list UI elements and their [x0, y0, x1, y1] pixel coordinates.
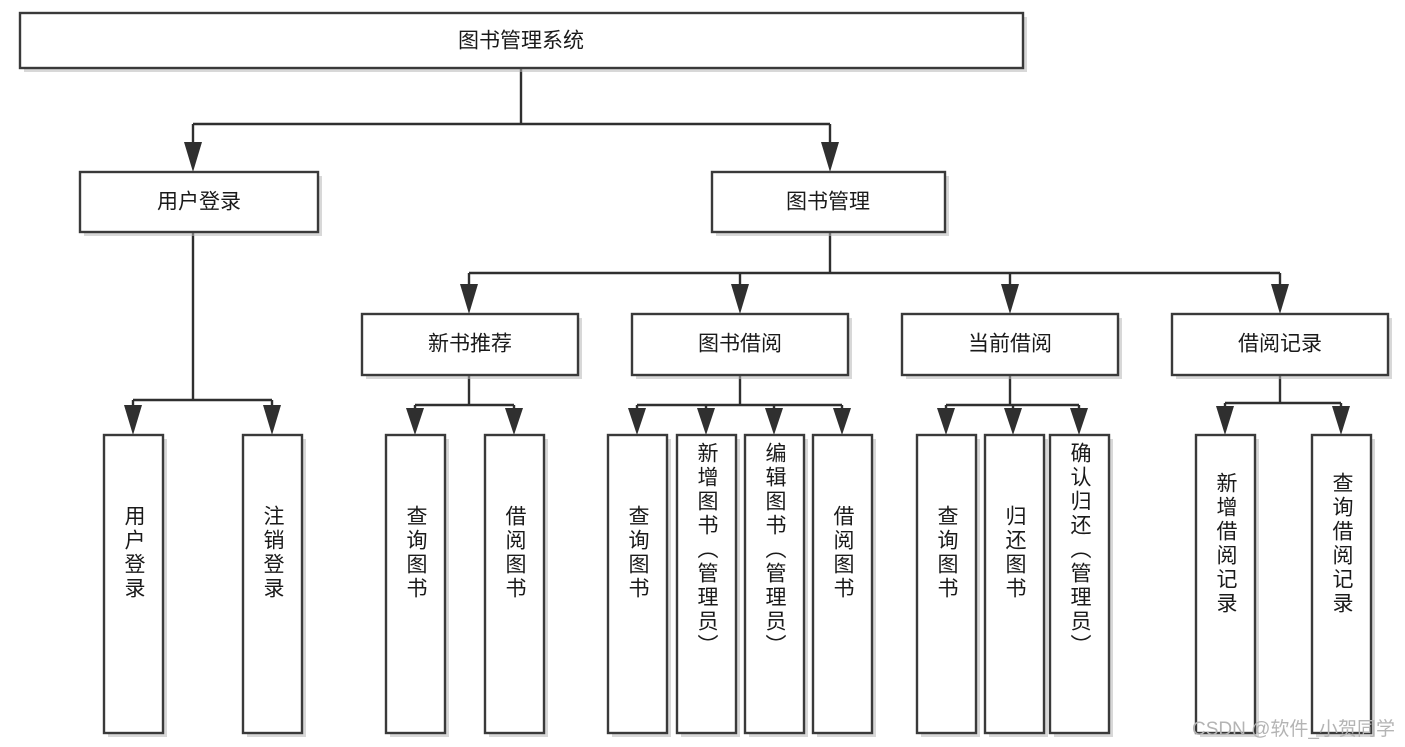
node-borrow-record-label: 借阅记录 — [1238, 333, 1322, 356]
node-current-borrow[interactable] — [900, 312, 1120, 377]
node-leaf-borrowrecord-add[interactable] — [1194, 433, 1257, 735]
connector-group — [124, 69, 1350, 435]
arrow-head-newbook — [460, 284, 478, 314]
node-leaf-newbook-borrow[interactable] — [483, 433, 546, 735]
node-leaf-bookborrow-query[interactable] — [606, 433, 669, 735]
node-user-login-label: 用户登录 — [157, 191, 241, 214]
arrow-head-currentborrow — [1001, 284, 1019, 314]
node-user-login[interactable] — [78, 170, 320, 234]
arrow-head-bookborrow-c3 — [765, 408, 783, 435]
node-leaf-bookborrow-borrow[interactable] — [811, 433, 874, 735]
arrow-head-bookborrow-c4 — [833, 408, 851, 435]
arrow-head-newbook-c1 — [406, 408, 424, 435]
node-root-system[interactable] — [18, 11, 1025, 70]
node-new-book-recommend[interactable] — [360, 312, 580, 377]
arrow-head-borrowrecord — [1271, 284, 1289, 314]
node-new-book-recommend-label: 新书推荐 — [428, 333, 512, 356]
arrow-head-borrowrecord-c1 — [1216, 406, 1234, 435]
node-book-management-label: 图书管理 — [786, 191, 870, 214]
node-leaf-currentborrow-confirm[interactable] — [1048, 433, 1111, 735]
arrow-head-userlogin — [184, 142, 202, 172]
node-root-system-label: 图书管理系统 — [458, 30, 584, 53]
node-leaf-bookborrow-add[interactable] — [675, 433, 738, 735]
node-leaf-bookborrow-edit[interactable] — [743, 433, 806, 735]
node-leaf-currentborrow-return[interactable] — [983, 433, 1046, 735]
arrow-head-borrowrecord-c2 — [1332, 406, 1350, 435]
node-leaf-newbook-query[interactable] — [384, 433, 447, 735]
arrow-head-currentborrow-c2 — [1004, 408, 1022, 435]
node-borrow-record[interactable] — [1170, 312, 1390, 377]
node-current-borrow-label: 当前借阅 — [968, 333, 1052, 356]
arrow-head-newbook-c2 — [505, 408, 523, 435]
arrow-head-bookborrow-c2 — [697, 408, 715, 435]
arrow-head-bookmgmt — [821, 142, 839, 172]
arrow-head-bookborrow — [731, 284, 749, 314]
node-book-borrow-label: 图书借阅 — [698, 333, 782, 356]
node-book-management[interactable] — [710, 170, 947, 234]
node-group: 图书管理系统 用户登录 图书管理 新书推荐 图书借阅 当前借阅 借阅记录 — [18, 11, 1392, 737]
arrow-head-userlogin-c2 — [263, 405, 281, 435]
arrow-head-currentborrow-c1 — [937, 408, 955, 435]
arrow-head-userlogin-c1 — [124, 405, 142, 435]
arrow-head-currentborrow-c3 — [1070, 408, 1088, 435]
node-leaf-logout[interactable] — [241, 433, 304, 735]
arrow-head-bookborrow-c1 — [628, 408, 646, 435]
node-leaf-currentborrow-query[interactable] — [915, 433, 978, 735]
node-book-borrow[interactable] — [630, 312, 850, 377]
node-leaf-user-login[interactable] — [102, 433, 165, 735]
node-leaf-borrowrecord-query[interactable] — [1310, 433, 1373, 735]
